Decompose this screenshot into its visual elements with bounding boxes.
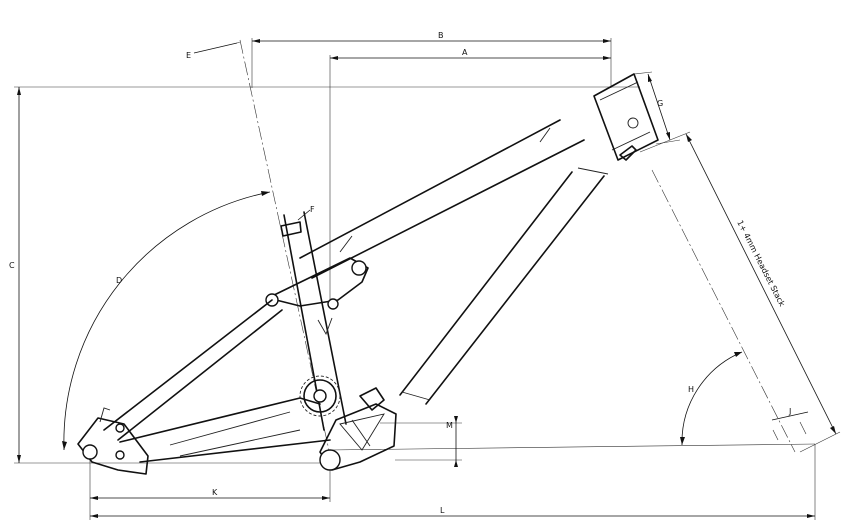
top-tube: [299, 119, 585, 279]
label-C: C: [9, 261, 15, 270]
bike-frame: [77, 73, 659, 475]
label-K: K: [212, 488, 218, 497]
dimension-C: C: [9, 86, 640, 464]
seat-stay: [103, 299, 283, 441]
dimension-K: K: [89, 458, 331, 520]
label-G: G: [657, 99, 663, 108]
label-H: H: [688, 385, 694, 394]
rear-dropout: [77, 417, 149, 475]
dimension-L: L: [90, 444, 816, 520]
dimension-H-angle: H: [329, 169, 816, 453]
dimension-D-arc: D: [62, 191, 271, 451]
down-tube: [399, 171, 605, 405]
chainring: [299, 375, 341, 417]
dimension-F: F: [297, 205, 315, 221]
label-D: D: [116, 276, 122, 285]
dimension-J: J: [771, 407, 809, 441]
dimension-M: M: [380, 416, 462, 467]
head-tube: [593, 73, 659, 161]
label-E: E: [186, 51, 191, 60]
label-F: F: [310, 205, 315, 214]
headset-stack-dimension: 1+ 4mm Headset Stack: [639, 131, 841, 453]
label-A: A: [462, 48, 468, 57]
label-B: B: [438, 31, 444, 40]
dimension-A: A: [329, 48, 611, 300]
dimension-B: B: [251, 31, 612, 88]
headset-stack-note: 1+ 4mm Headset Stack: [735, 219, 786, 308]
bottom-bracket-shell: [319, 403, 397, 471]
rocker-link: [267, 257, 369, 307]
dimension-G: G: [633, 71, 681, 145]
label-M: M: [446, 421, 453, 430]
label-L: L: [440, 506, 445, 515]
label-J: J: [788, 407, 791, 416]
dimension-E: E: [186, 41, 241, 60]
